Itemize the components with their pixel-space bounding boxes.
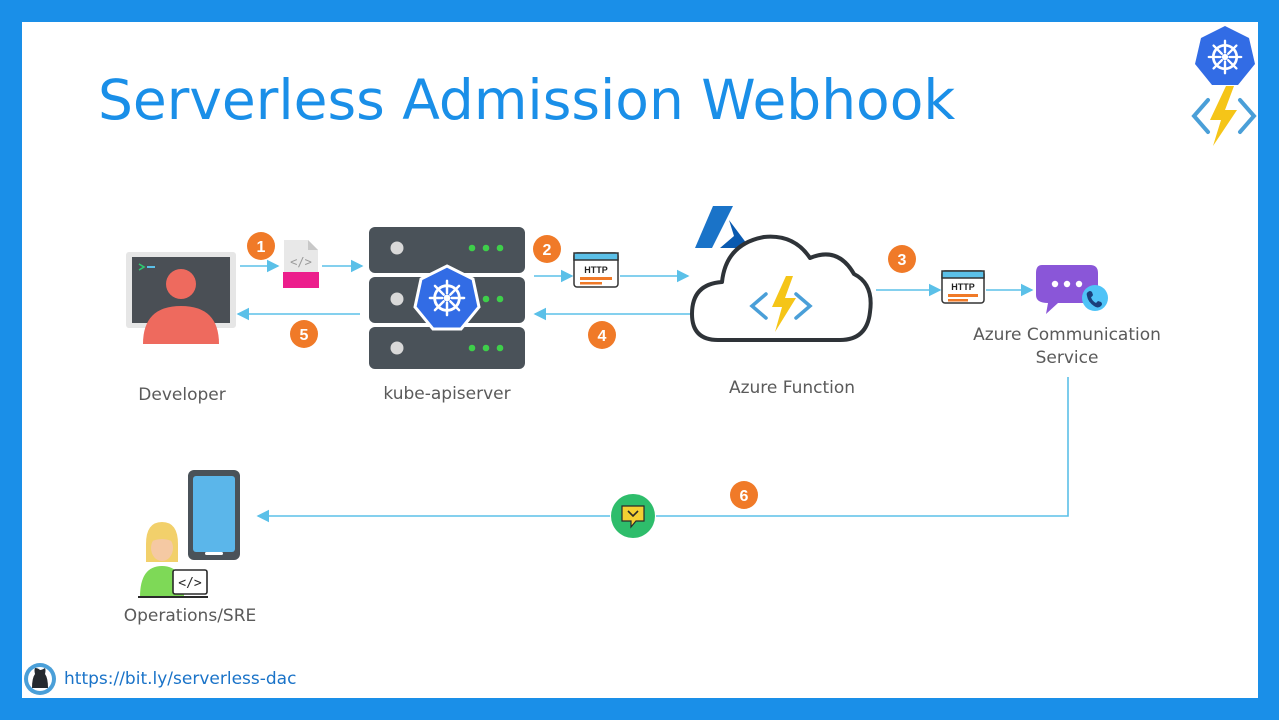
step-badge-5: 5 <box>290 320 318 348</box>
azure-logo-icon <box>695 206 750 248</box>
azure-function-logo-icon <box>1191 86 1257 146</box>
svg-text:4: 4 <box>598 328 607 345</box>
svg-text:1: 1 <box>257 239 266 256</box>
acs-label-line1: Azure Communication <box>973 325 1161 345</box>
step-badge-6: 6 <box>730 481 758 509</box>
terminal-monitor-icon <box>126 252 236 344</box>
kubernetes-logo-icon <box>1195 26 1255 85</box>
server-rack-icon <box>369 227 525 369</box>
svg-text:</>: </> <box>178 576 202 591</box>
step-badge-2: 2 <box>533 235 561 263</box>
http-request-icon: HTTP <box>573 252 619 288</box>
http-request-icon: HTTP <box>941 270 985 304</box>
function-label: Azure Function <box>728 378 856 398</box>
step-badge-4: 4 <box>588 321 616 349</box>
cloud-function-icon <box>690 234 873 342</box>
step-badge-3: 3 <box>888 245 916 273</box>
github-icon <box>24 663 56 695</box>
http-tag-1: HTTP <box>584 265 608 275</box>
developer-label: Developer <box>138 385 226 405</box>
repo-link[interactable]: https://bit.ly/serverless-dac <box>64 669 297 689</box>
svg-text:5: 5 <box>300 327 309 344</box>
apiserver-label: kube-apiserver <box>383 384 511 404</box>
svg-text:</>: </> <box>290 255 312 269</box>
acs-label-line2: Service <box>1035 348 1099 368</box>
ops-label: Operations/SRE <box>123 606 257 626</box>
sre-person-icon: </> <box>138 522 208 598</box>
chat-notification-icon <box>611 494 655 538</box>
slide: Serverless Admission Webhook <box>22 22 1258 698</box>
flow-arrows <box>236 259 1069 523</box>
http-tag-2: HTTP <box>951 282 975 292</box>
kubernetes-icon <box>413 264 481 331</box>
svg-text:2: 2 <box>543 242 552 259</box>
page-title: Serverless Admission Webhook <box>98 68 956 132</box>
yaml-file-icon: </> <box>283 240 319 288</box>
step-badge-1: 1 <box>247 232 275 260</box>
svg-text:3: 3 <box>898 252 907 269</box>
diagram-canvas: </> <box>24 26 1257 695</box>
acs-chat-icon <box>1036 265 1108 314</box>
smartphone-icon <box>188 470 240 560</box>
svg-text:6: 6 <box>740 488 749 505</box>
repo-link-row: https://bit.ly/serverless-dac <box>22 662 296 696</box>
